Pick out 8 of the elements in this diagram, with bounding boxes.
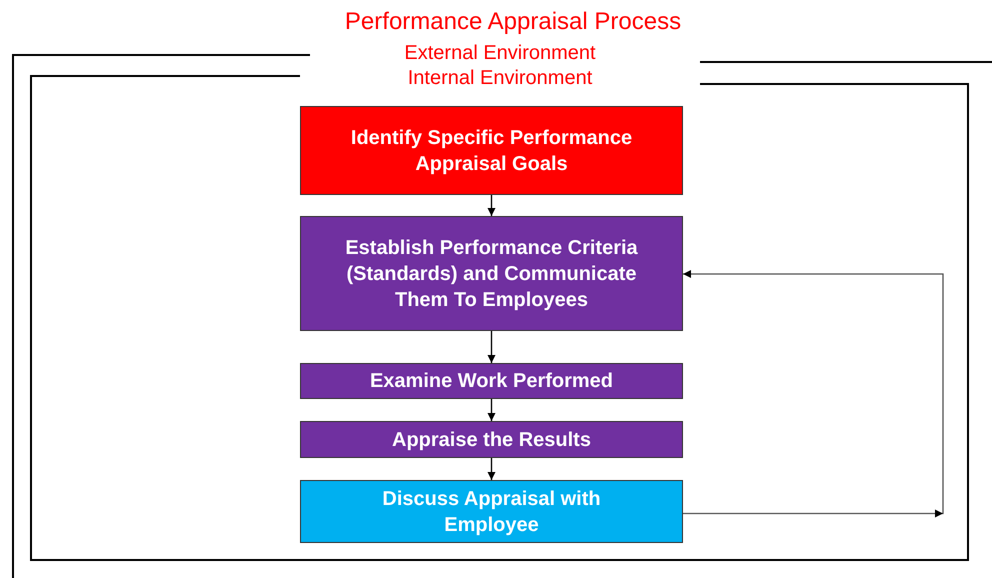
- process-box: Establish Performance Criteria (Standards) and Communicate Them To Employees: [300, 216, 683, 331]
- process-box: Discuss Appraisal with Employee: [300, 480, 683, 543]
- process-box: Examine Work Performed: [300, 363, 683, 399]
- process-box: Appraise the Results: [300, 421, 683, 458]
- environment-label: Internal Environment: [406, 67, 594, 90]
- environment-label: External Environment: [403, 42, 597, 65]
- diagram-title: Performance Appraisal Process: [344, 8, 682, 36]
- process-box: Identify Specific Performance Appraisal Goals: [300, 106, 683, 195]
